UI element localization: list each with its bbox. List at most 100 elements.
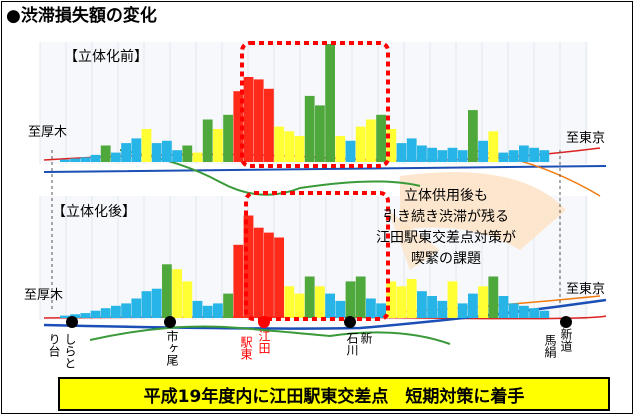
chart-bar xyxy=(519,145,529,162)
chart-bar xyxy=(539,310,550,318)
chart-bar xyxy=(315,286,325,318)
chart-bar xyxy=(406,138,417,162)
chart-bar xyxy=(366,119,376,162)
chart-bar xyxy=(478,140,488,162)
chart-bar xyxy=(325,293,335,318)
chart-bar xyxy=(60,315,70,318)
station-marker xyxy=(66,316,78,328)
chart-bar xyxy=(80,313,91,318)
highlight-box-before xyxy=(240,41,390,168)
chart-bar xyxy=(345,140,356,162)
chart-bar xyxy=(253,227,264,318)
chart-bar xyxy=(131,138,142,162)
chart-bar xyxy=(172,269,182,318)
chart-bar xyxy=(468,293,478,318)
station-label-line: しらと xyxy=(63,333,77,369)
chart-bar xyxy=(427,147,437,162)
chart-bar xyxy=(335,300,346,318)
chart-bar xyxy=(539,150,550,162)
chart-bar xyxy=(111,152,121,162)
conclusion-banner: 平成19年度内に江田駅東交差点 短期対策に着手 xyxy=(58,377,610,411)
chart-bar xyxy=(498,152,509,162)
chart-bar xyxy=(376,114,386,162)
callout-line: 立体供用後も xyxy=(404,188,488,204)
chart-bar xyxy=(366,298,376,318)
highlight-area xyxy=(400,172,566,250)
chart-bar xyxy=(70,314,80,318)
chart-bar xyxy=(498,296,509,318)
chart-bar xyxy=(437,150,448,162)
chart-bar xyxy=(90,310,101,318)
chart-bar xyxy=(90,154,101,162)
chart-bar xyxy=(80,157,91,162)
callout-line: 引き続き渋滞が残る xyxy=(383,209,509,225)
chart-bar xyxy=(70,158,80,162)
chart-bar xyxy=(274,126,284,162)
chart-bar xyxy=(60,159,70,162)
chart-bar xyxy=(417,145,427,162)
station-label-line: 馬絹 xyxy=(543,334,557,358)
chart-bar xyxy=(376,303,386,318)
chart-bar xyxy=(284,131,295,162)
station-label-line: 市ヶ尾 xyxy=(165,330,179,366)
chart-bar xyxy=(488,276,499,318)
chart-bar xyxy=(478,286,488,318)
direction-right-after: 至東京 xyxy=(566,282,606,297)
chart-bar xyxy=(121,143,131,162)
chart-bar xyxy=(233,91,244,162)
station-label-line: り台 xyxy=(47,333,61,357)
chart-bar xyxy=(100,308,111,318)
chart-bar xyxy=(243,215,254,318)
chart-bar xyxy=(396,143,407,162)
chart-bar xyxy=(304,276,315,318)
chart-bar xyxy=(345,281,356,318)
station-label-line: 江田 xyxy=(257,330,271,354)
chart-bar xyxy=(447,281,458,318)
station-marker xyxy=(560,316,572,328)
chart-bar xyxy=(386,129,397,162)
chart-bar xyxy=(427,296,437,318)
chart-bar xyxy=(213,129,223,162)
chart-bar xyxy=(284,286,295,318)
chart-bar xyxy=(243,77,254,162)
chart-bar xyxy=(417,291,427,318)
annotation-overlay xyxy=(66,41,572,328)
chart-bar xyxy=(202,119,213,162)
direction-right-before: 至東京 xyxy=(566,131,606,146)
bars-after xyxy=(60,215,550,318)
station-marker xyxy=(164,316,176,328)
chart-bar xyxy=(447,147,458,162)
chart-bar xyxy=(294,293,305,318)
chart-bar xyxy=(121,303,131,318)
chart-bar xyxy=(294,136,305,162)
road-blue xyxy=(43,165,607,173)
callout-text: 立体供用後も 引き続き渋滞が残る 江田駅東交差点対策が 喫緊の課題 xyxy=(358,186,534,270)
callout-line: 江田駅東交差点対策が xyxy=(376,230,516,246)
chart-bar xyxy=(529,147,539,162)
chart-bar xyxy=(182,281,193,318)
chart-bar xyxy=(213,303,223,318)
station-marker xyxy=(344,316,356,328)
chart-bar xyxy=(335,136,346,162)
chart-bar xyxy=(141,129,152,162)
chart-bar xyxy=(162,140,172,162)
chart-bar xyxy=(529,308,539,318)
chart-bar xyxy=(508,303,519,318)
chart-bar xyxy=(386,281,397,318)
chart-bar xyxy=(151,288,162,318)
bars-before xyxy=(60,44,550,162)
chart-bar xyxy=(488,131,499,162)
callout-pointer xyxy=(388,210,440,270)
station-label-line: 新道 xyxy=(559,328,573,352)
chart-bar xyxy=(437,300,448,318)
highlight-box-after xyxy=(244,191,390,321)
chart-bar xyxy=(100,145,111,162)
chart-bar xyxy=(264,232,274,318)
chart-bar xyxy=(172,150,182,162)
chart-bar xyxy=(519,305,529,318)
chart-bar xyxy=(223,293,233,318)
chart-bar xyxy=(468,110,478,162)
station-label-line: 石川 xyxy=(345,332,359,356)
chart-bar xyxy=(131,298,142,318)
